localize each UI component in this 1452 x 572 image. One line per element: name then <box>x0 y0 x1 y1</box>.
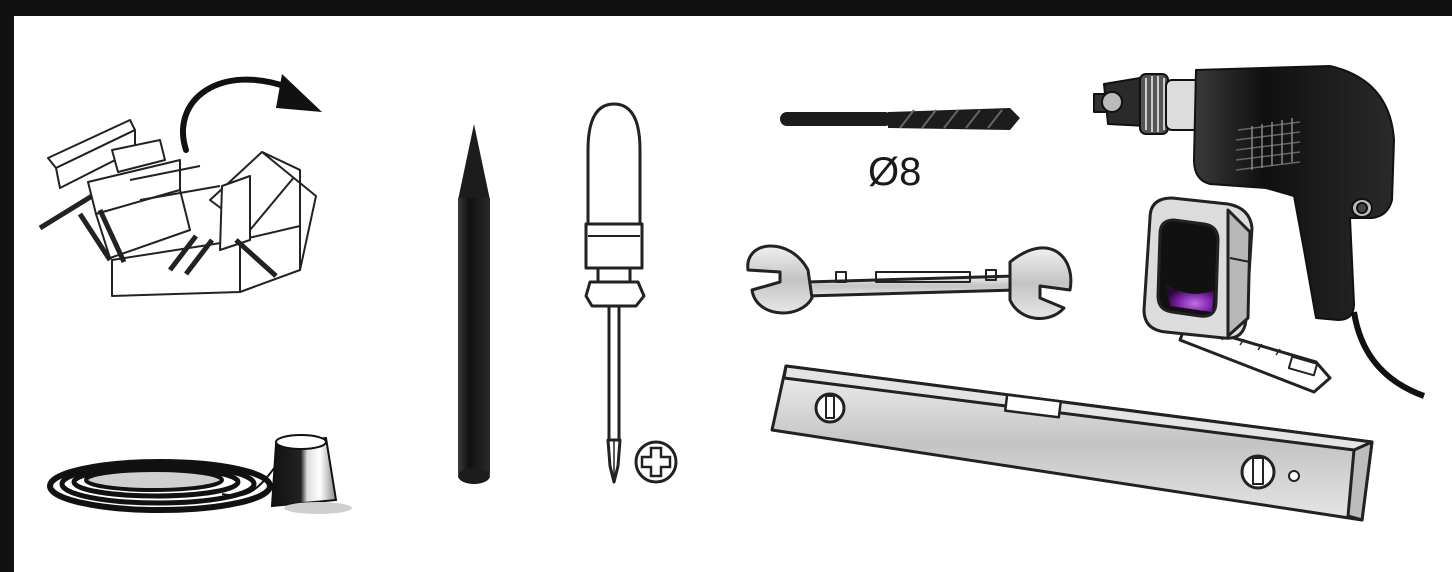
spirit-level-icon <box>770 364 1374 522</box>
phillips-screwdriver-icon <box>584 102 646 484</box>
toolbox-icon <box>38 119 317 297</box>
pencil-icon <box>458 124 490 484</box>
curved-arrow-icon <box>180 74 322 153</box>
drill-bit-icon <box>780 108 1020 130</box>
phillips-head-icon <box>634 440 678 484</box>
electric-drill-icon <box>1093 65 1426 399</box>
drill-bit-diameter-label: Ø8 <box>868 150 922 194</box>
tape-measure-icon <box>1142 196 1332 394</box>
plumb-bob-icon <box>47 434 352 514</box>
open-end-wrench-icon <box>746 244 1073 320</box>
